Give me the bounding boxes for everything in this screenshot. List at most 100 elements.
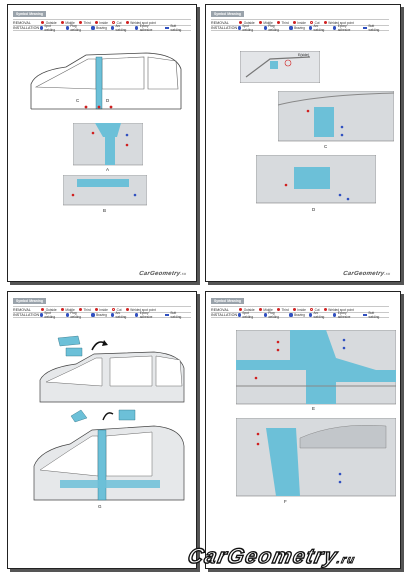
welded-spot-icon: [125, 307, 129, 312]
legend-installation-row: INSTALLATION Spot welding Plug welding B…: [211, 24, 389, 32]
legend-item: Butt welding: [368, 24, 380, 32]
legend-removal-row: REMOVAL Outside Middle Third Inside Cut …: [211, 19, 389, 25]
butt-welding-icon: [363, 314, 367, 316]
view-label-d: D: [106, 98, 110, 103]
legend-item: Welded spot point: [328, 307, 354, 312]
legend-item: Brazing: [294, 26, 305, 30]
legend-item: Outside: [243, 307, 255, 312]
legend-item: Third: [83, 307, 91, 312]
legend-item: Third: [281, 307, 289, 312]
symbol-legend: Symbol Meaning REMOVAL Outside Middle Th…: [211, 298, 389, 319]
legend-installation-label: INSTALLATION: [13, 313, 40, 317]
watermark: CarGeometry.ru: [342, 271, 390, 277]
plug-welding-icon: [263, 26, 267, 30]
legend-item: Plug welding: [70, 311, 82, 319]
welded-spot-icon: [323, 20, 327, 25]
legend-item: Butt welding: [170, 24, 182, 32]
view-label-c: C: [76, 98, 80, 103]
weld-point: [133, 193, 137, 197]
detail-e-diagram: E: [236, 330, 396, 411]
legend-item: Arc welding: [115, 24, 127, 32]
legend-installation-label: INSTALLATION: [211, 313, 238, 317]
legend-item: Spot welding: [44, 311, 56, 319]
outside-icon: [239, 307, 243, 312]
page-1: Symbol Meaning REMOVAL Outside Middle Th…: [7, 4, 197, 282]
welded-spot-icon: [125, 20, 129, 25]
page-4: Symbol Meaning REMOVAL Outside Middle Th…: [205, 291, 401, 569]
legend-item: Butt welding: [368, 311, 380, 319]
legend-item: Outside: [243, 20, 255, 25]
spot-welding-icon: [39, 26, 43, 30]
third-icon: [276, 307, 280, 312]
butt-welding-icon: [363, 27, 367, 29]
arc-welding-icon: [110, 313, 114, 317]
inset-label: E(side): [298, 53, 309, 57]
legend-item: Middle: [263, 307, 273, 312]
watermark-text: CarGeometry: [342, 271, 385, 277]
legend-item: Arc welding: [115, 311, 127, 319]
epoxy-adhesive-icon: [333, 26, 337, 30]
legend-item: Outside: [45, 307, 57, 312]
legend-item: Epoxy adhesive: [337, 311, 351, 319]
legend-removal-label: REMOVAL: [13, 307, 32, 312]
legend-removal-row: REMOVAL Outside Middle Third Inside Cut …: [13, 306, 191, 312]
weld-point: [338, 193, 342, 197]
brazing-icon: [289, 26, 293, 30]
legend-installation-row: INSTALLATION Spot welding Plug welding B…: [211, 311, 389, 319]
watermark-suffix: .ru: [383, 271, 391, 276]
legend-item: Cut: [116, 20, 122, 25]
body-side-removed: [39, 351, 185, 403]
legend-item: Cut: [314, 20, 320, 25]
detail-f-diagram: F: [236, 418, 396, 504]
inside-icon: [292, 20, 296, 25]
middle-icon: [60, 20, 64, 25]
third-icon: [78, 307, 82, 312]
weld-point: [125, 143, 129, 147]
legend-installation-label: INSTALLATION: [211, 26, 238, 30]
detail-c-diagram: C: [278, 91, 394, 149]
plug-welding-icon: [65, 313, 69, 317]
legend-item: Plug welding: [268, 24, 280, 32]
middle-icon: [258, 20, 262, 25]
legend-removal-row: REMOVAL Outside Middle Third Inside Cut …: [211, 306, 389, 312]
watermark: CarGeometry.ru: [138, 271, 186, 277]
welded-spot-icon: [323, 307, 327, 312]
legend-item: Spot welding: [44, 24, 56, 32]
weld-point: [340, 125, 344, 129]
legend-item: Middle: [65, 307, 75, 312]
weld-point: [306, 109, 310, 113]
spot-welding-icon: [39, 313, 43, 317]
legend-item: Inside: [297, 20, 306, 25]
arc-welding-icon: [308, 313, 312, 317]
weld-point: [254, 376, 258, 380]
exploded-parts-bottom: [70, 409, 136, 423]
weld-point: [342, 346, 346, 350]
legend-installation-row: INSTALLATION Spot welding Plug welding B…: [13, 24, 191, 32]
weld-point: [276, 340, 280, 344]
brazing-icon: [91, 26, 95, 30]
legend-title: Symbol Meaning: [211, 298, 244, 304]
legend-item: Brazing: [294, 313, 305, 317]
detail-d-diagram: D: [256, 155, 376, 212]
legend-item: Welded spot point: [130, 307, 156, 312]
outside-icon: [41, 20, 45, 25]
legend-item: Brazing: [96, 26, 107, 30]
legend-installation-row: INSTALLATION Spot welding Plug welding B…: [13, 311, 191, 319]
watermark-text: CarGeometry: [185, 544, 341, 568]
weld-point: [91, 131, 95, 135]
brazing-icon: [289, 313, 293, 317]
view-label-a: A: [106, 167, 109, 172]
weld-point: [346, 197, 350, 201]
legend-item: Arc welding: [313, 24, 325, 32]
epoxy-adhesive-icon: [135, 26, 139, 30]
middle-icon: [60, 307, 64, 312]
legend-item: Middle: [65, 20, 75, 25]
legend-item: Third: [83, 20, 91, 25]
cut-icon: [111, 20, 116, 25]
legend-item: Inside: [297, 307, 306, 312]
legend-item: Cut: [116, 307, 122, 312]
epoxy-adhesive-icon: [333, 313, 337, 317]
site-watermark: CarGeometry.ru: [185, 544, 358, 569]
detail-a-diagram: A: [73, 123, 143, 172]
arc-welding-icon: [110, 26, 114, 30]
